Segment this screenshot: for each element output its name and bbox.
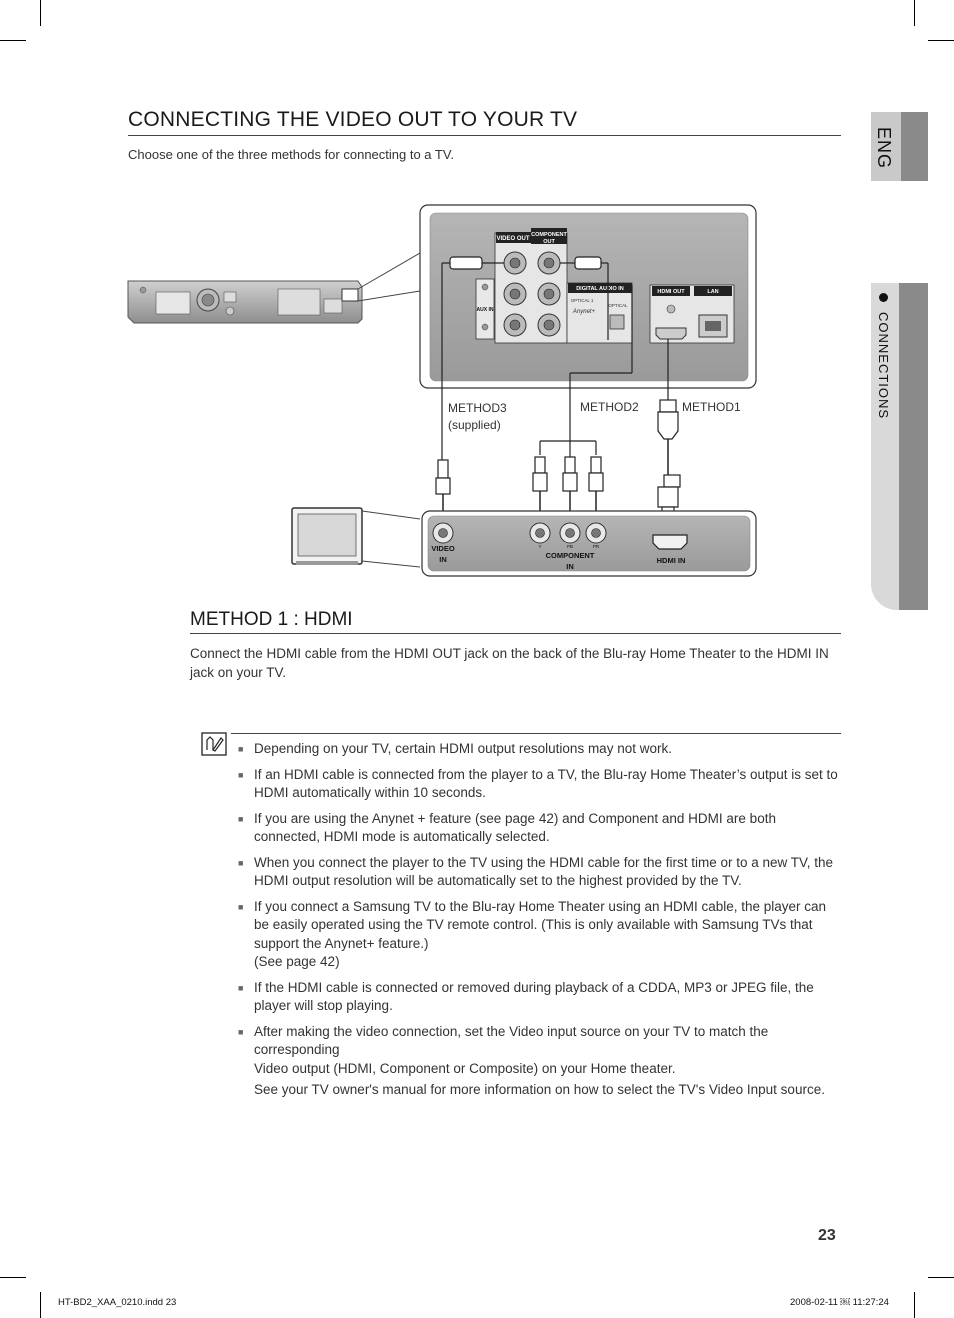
svg-text:HDMI OUT: HDMI OUT xyxy=(657,289,685,295)
svg-text:DIGITAL AUDIO IN: DIGITAL AUDIO IN xyxy=(576,286,624,292)
method3-label: METHOD3 xyxy=(448,401,507,415)
crop-mark xyxy=(914,1292,915,1318)
svg-text:COMPONENT: COMPONENT xyxy=(546,551,595,560)
language-tab xyxy=(871,112,928,181)
list-item: ■ If you connect a Samsung TV to the Blu… xyxy=(238,898,827,970)
svg-text:PB: PB xyxy=(567,544,573,549)
tv-icon xyxy=(291,507,363,565)
svg-text:PR: PR xyxy=(593,544,600,549)
section-label: CONNECTIONS xyxy=(876,312,891,420)
method2-label: METHOD2 xyxy=(580,400,639,414)
crop-mark xyxy=(40,0,41,26)
crop-mark xyxy=(914,0,915,26)
home-theater-device xyxy=(127,280,363,324)
bullet-dot-icon xyxy=(879,293,888,302)
list-item: ■ After making the video connection, set… xyxy=(238,1023,825,1098)
crop-mark xyxy=(928,1277,954,1278)
svg-text:Anynet+: Anynet+ xyxy=(572,309,596,315)
composite-plug xyxy=(435,459,451,520)
footer-timestamp: 2008-02-11 ￼ 11:27:24 xyxy=(790,1297,889,1308)
svg-text:IN: IN xyxy=(566,562,574,571)
title-rule xyxy=(128,135,841,136)
crop-mark xyxy=(928,40,954,41)
list-item: ■ If an HDMI cable is connected from the… xyxy=(238,766,838,801)
svg-text:AUX IN: AUX IN xyxy=(477,307,494,313)
method1-label: METHOD1 xyxy=(682,400,741,414)
crop-mark xyxy=(40,1292,41,1318)
connection-diagram: AUX IN VIDEO OUT COMPONENT OUT DIGITAL A… xyxy=(127,204,757,577)
note-pencil-icon xyxy=(201,732,227,756)
svg-text:COMPONENT: COMPONENT xyxy=(531,232,567,238)
method1-rule xyxy=(190,633,841,634)
notes-list: ■ Depending on your TV, certain HDMI out… xyxy=(238,740,840,1107)
footer-file: HT-BD2_XAA_0210.indd 23 xyxy=(58,1297,177,1308)
svg-text:OPTICAL: OPTICAL xyxy=(608,303,628,308)
language-label: ENG xyxy=(874,127,894,170)
method3-note: (supplied) xyxy=(448,418,501,432)
svg-text:OPTICAL 1: OPTICAL 1 xyxy=(571,298,594,303)
method1-body: Connect the HDMI cable from the HDMI OUT… xyxy=(190,646,829,680)
hdmi-cable xyxy=(657,399,681,518)
crop-mark xyxy=(0,40,26,41)
page-title: CONNECTING THE VIDEO OUT TO YOUR TV xyxy=(128,108,578,131)
list-item: ■ Depending on your TV, certain HDMI out… xyxy=(238,741,672,756)
svg-text:IN: IN xyxy=(439,555,447,564)
svg-text:HDMI IN: HDMI IN xyxy=(657,556,686,565)
page-number: 23 xyxy=(818,1227,836,1244)
svg-text:Y: Y xyxy=(538,544,541,549)
svg-text:OUT: OUT xyxy=(543,239,555,245)
method1-heading: METHOD 1 : HDMI xyxy=(190,609,353,630)
svg-text:VIDEO: VIDEO xyxy=(431,544,455,553)
list-item: ■ If the HDMI cable is connected or remo… xyxy=(238,979,814,1014)
section-tab xyxy=(871,283,928,610)
crop-mark xyxy=(0,1277,26,1278)
notes-rule xyxy=(231,733,841,734)
list-item: ■ If you are using the Anynet + feature … xyxy=(238,810,776,845)
svg-text:LAN: LAN xyxy=(707,289,718,295)
list-item: ■ When you connect the player to the TV … xyxy=(238,854,834,889)
component-plugs xyxy=(532,456,604,492)
svg-text:VIDEO OUT: VIDEO OUT xyxy=(496,236,529,242)
intro-text: Choose one of the three methods for conn… xyxy=(128,147,454,162)
